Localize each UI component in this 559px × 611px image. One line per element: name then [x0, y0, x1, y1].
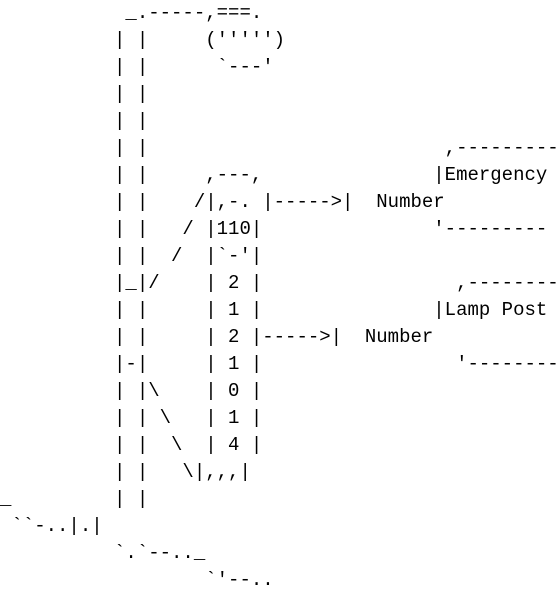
- diagram-line: `'--..: [0, 569, 274, 591]
- diagram-line-lamp-post-number: | | | 2 |----->| Number: [0, 326, 434, 348]
- diagram-line: | | \ | 4 |: [0, 434, 263, 456]
- diagram-line: | | / |110| '---------: [0, 218, 548, 240]
- diagram-line: | |: [0, 83, 149, 105]
- diagram-line: _.-----,===.: [0, 2, 263, 24]
- ascii-diagram: _.-----,===. | | (''''') | | `---' | | |…: [0, 2, 559, 591]
- diagram-line: ``-..|.|: [0, 515, 103, 537]
- diagram-line: | | `---': [0, 56, 274, 78]
- diagram-line: | | ,---------: [0, 137, 559, 159]
- diagram-line: | | / |`-'|: [0, 245, 263, 267]
- diagram-line: |_|/ | 2 | ,---------: [0, 272, 559, 294]
- diagram-line: | | \|,,,|: [0, 461, 251, 483]
- diagram-line-emergency-number: | | /|,-. |----->| Number: [0, 191, 445, 213]
- diagram-line: | | ('''''): [0, 29, 286, 51]
- diagram-line: _ | |: [0, 488, 149, 510]
- diagram-line: `.`--.._: [0, 542, 206, 564]
- diagram-line: | | \ | 1 |: [0, 407, 263, 429]
- diagram-line: | |\ | 0 |: [0, 380, 263, 402]
- diagram-line: | |: [0, 110, 149, 132]
- diagram-line-emergency-label: | | ,---, |Emergency: [0, 164, 548, 186]
- diagram-line: |-| | 1 | '---------: [0, 353, 559, 375]
- diagram-line-lamp-post-label: | | | 1 | |Lamp Post: [0, 299, 548, 321]
